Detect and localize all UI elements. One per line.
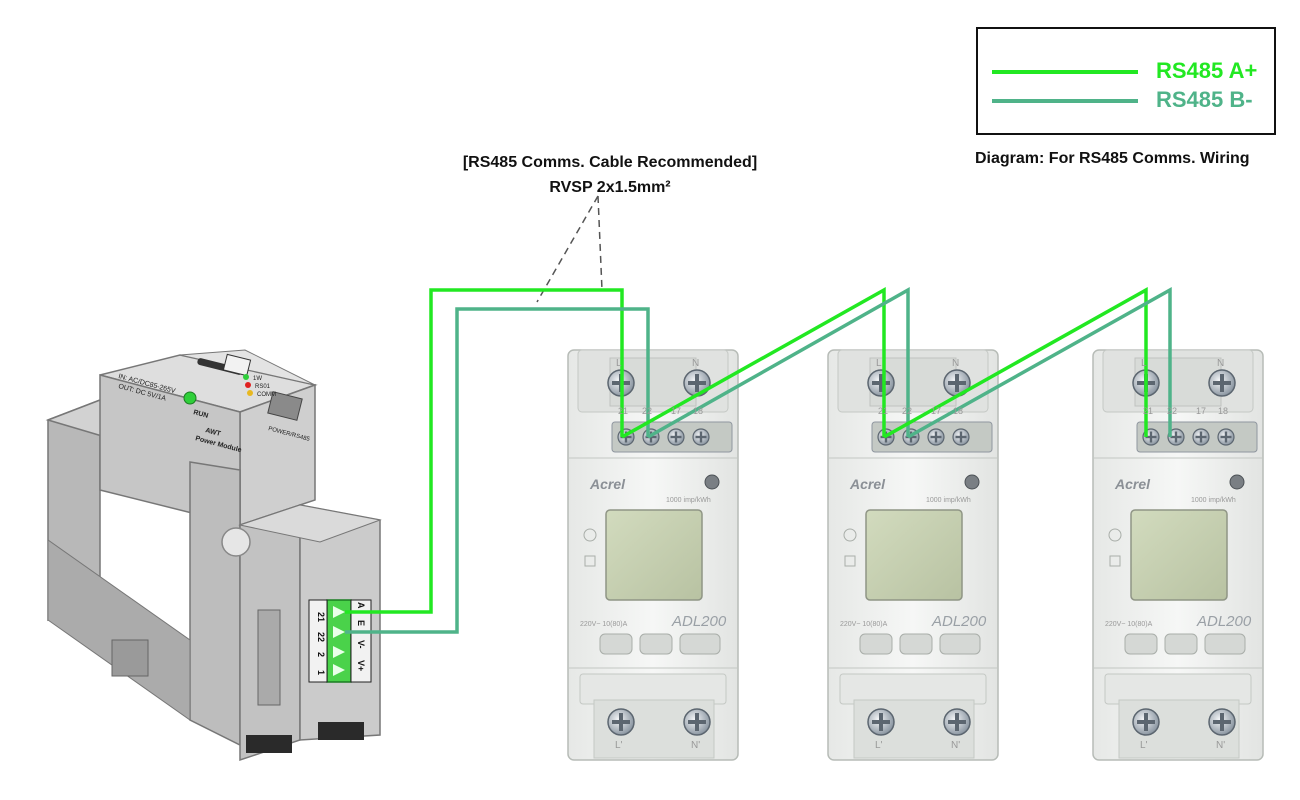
meter-bottom-label-n: N' <box>1216 740 1225 751</box>
wire-a-meter-1-to-meter-2 <box>621 287 886 439</box>
cable-note: [RS485 Comms. Cable Recommended] RVSP 2x… <box>440 150 780 200</box>
meter-terminal-21: 21 <box>618 406 628 416</box>
meter-bottom-label-n: N' <box>691 740 700 751</box>
module-led-label-1: 1W <box>253 376 262 382</box>
terminal-side-label-vplus: V+ <box>356 660 366 671</box>
module-name-line1: AWT <box>204 427 222 438</box>
legend-caption: Diagram: For RS485 Comms. Wiring <box>975 150 1250 167</box>
meter-impulse: 1000 imp/kWh <box>926 497 971 504</box>
meter-2-labels: L N 21 22 17 18 Acrel 1000 imp/kWh 220V~… <box>840 358 987 751</box>
terminal-label-22: 22 <box>316 632 326 642</box>
meter-bottom-label-l: L' <box>1140 740 1148 751</box>
legend-label-a: RS485 A+ <box>1156 58 1258 83</box>
terminal-side-label-a: A <box>356 602 366 609</box>
meter-top-label-l: L <box>616 358 622 369</box>
meter-1-labels: L N 21 22 17 18 Acrel 1000 imp/kWh 220V~… <box>580 358 727 751</box>
meter-terminal-18: 18 <box>953 406 963 416</box>
meter-impulse: 1000 imp/kWh <box>666 497 711 504</box>
legend-label-b: RS485 B- <box>1156 87 1253 112</box>
meter-top-label-l: L <box>876 358 882 369</box>
meter-top-label-l: L <box>1141 358 1147 369</box>
meter-bottom-label-l: L' <box>875 740 883 751</box>
meter-2 <box>828 350 998 760</box>
meter-bottom-label-l: L' <box>615 740 623 751</box>
terminal-side-label-vminus: V- <box>356 640 366 649</box>
meter-top-label-n: N <box>1217 358 1224 369</box>
meter-rating: 220V~ 10(80)A <box>580 621 628 628</box>
meter-terminal-17: 17 <box>1196 406 1206 416</box>
meter-terminal-17: 17 <box>931 406 941 416</box>
wire-b-module-to-meter-1 <box>345 307 650 634</box>
meter-terminal-22: 22 <box>1167 406 1177 416</box>
meter-3-labels: L N 21 22 17 18 Acrel 1000 imp/kWh 220V~… <box>1105 358 1252 751</box>
cable-note-line2: RVSP 2x1.5mm² <box>549 179 671 196</box>
meter-rating: 220V~ 10(80)A <box>1105 621 1153 628</box>
wire-b-meter-2-to-meter-3 <box>907 287 1172 439</box>
meter-top-label-n: N <box>952 358 959 369</box>
terminal-side-label-e: E <box>356 620 366 626</box>
meter-terminal-17: 17 <box>671 406 681 416</box>
meter-1 <box>568 350 738 760</box>
power-module <box>45 349 382 762</box>
meter-3 <box>1093 350 1263 760</box>
meter-brand: Acrel <box>849 476 886 492</box>
meter-terminal-21: 21 <box>878 406 888 416</box>
cable-leader-left <box>536 195 599 303</box>
meter-terminal-21: 21 <box>1143 406 1153 416</box>
meter-terminal-22: 22 <box>642 406 652 416</box>
module-run-label: RUN <box>192 409 208 420</box>
meter-bottom-label-n: N' <box>951 740 960 751</box>
terminal-label-2: 2 <box>316 652 326 657</box>
meter-impulse: 1000 imp/kWh <box>1191 497 1236 504</box>
wire-a-meter-2-to-meter-3 <box>883 287 1148 439</box>
meter-model: ADL200 <box>1196 613 1252 630</box>
meter-model: ADL200 <box>671 613 727 630</box>
module-led-label-3: COMM <box>257 392 276 398</box>
wire-b-meter-1-to-meter-2 <box>647 287 910 439</box>
cable-leader-right <box>597 195 603 291</box>
legend-box: RS485 A+ RS485 B- <box>976 27 1276 135</box>
terminal-label-1: 1 <box>316 670 326 675</box>
meter-top-label-n: N <box>692 358 699 369</box>
terminal-label-21: 21 <box>316 612 326 622</box>
cable-note-line1: [RS485 Comms. Cable Recommended] <box>462 154 758 171</box>
meter-rating: 220V~ 10(80)A <box>840 621 888 628</box>
legend-line-b <box>992 99 1138 103</box>
rs485-wires <box>345 287 1172 634</box>
legend-line-a <box>992 70 1138 74</box>
wire-a-module-to-meter-1 <box>345 288 624 614</box>
meter-model: ADL200 <box>931 613 987 630</box>
meter-brand: Acrel <box>1114 476 1151 492</box>
module-led-label-2: RS01 <box>255 384 271 390</box>
meter-brand: Acrel <box>589 476 626 492</box>
meter-terminal-18: 18 <box>1218 406 1228 416</box>
meter-terminal-18: 18 <box>693 406 703 416</box>
meter-terminal-22: 22 <box>902 406 912 416</box>
